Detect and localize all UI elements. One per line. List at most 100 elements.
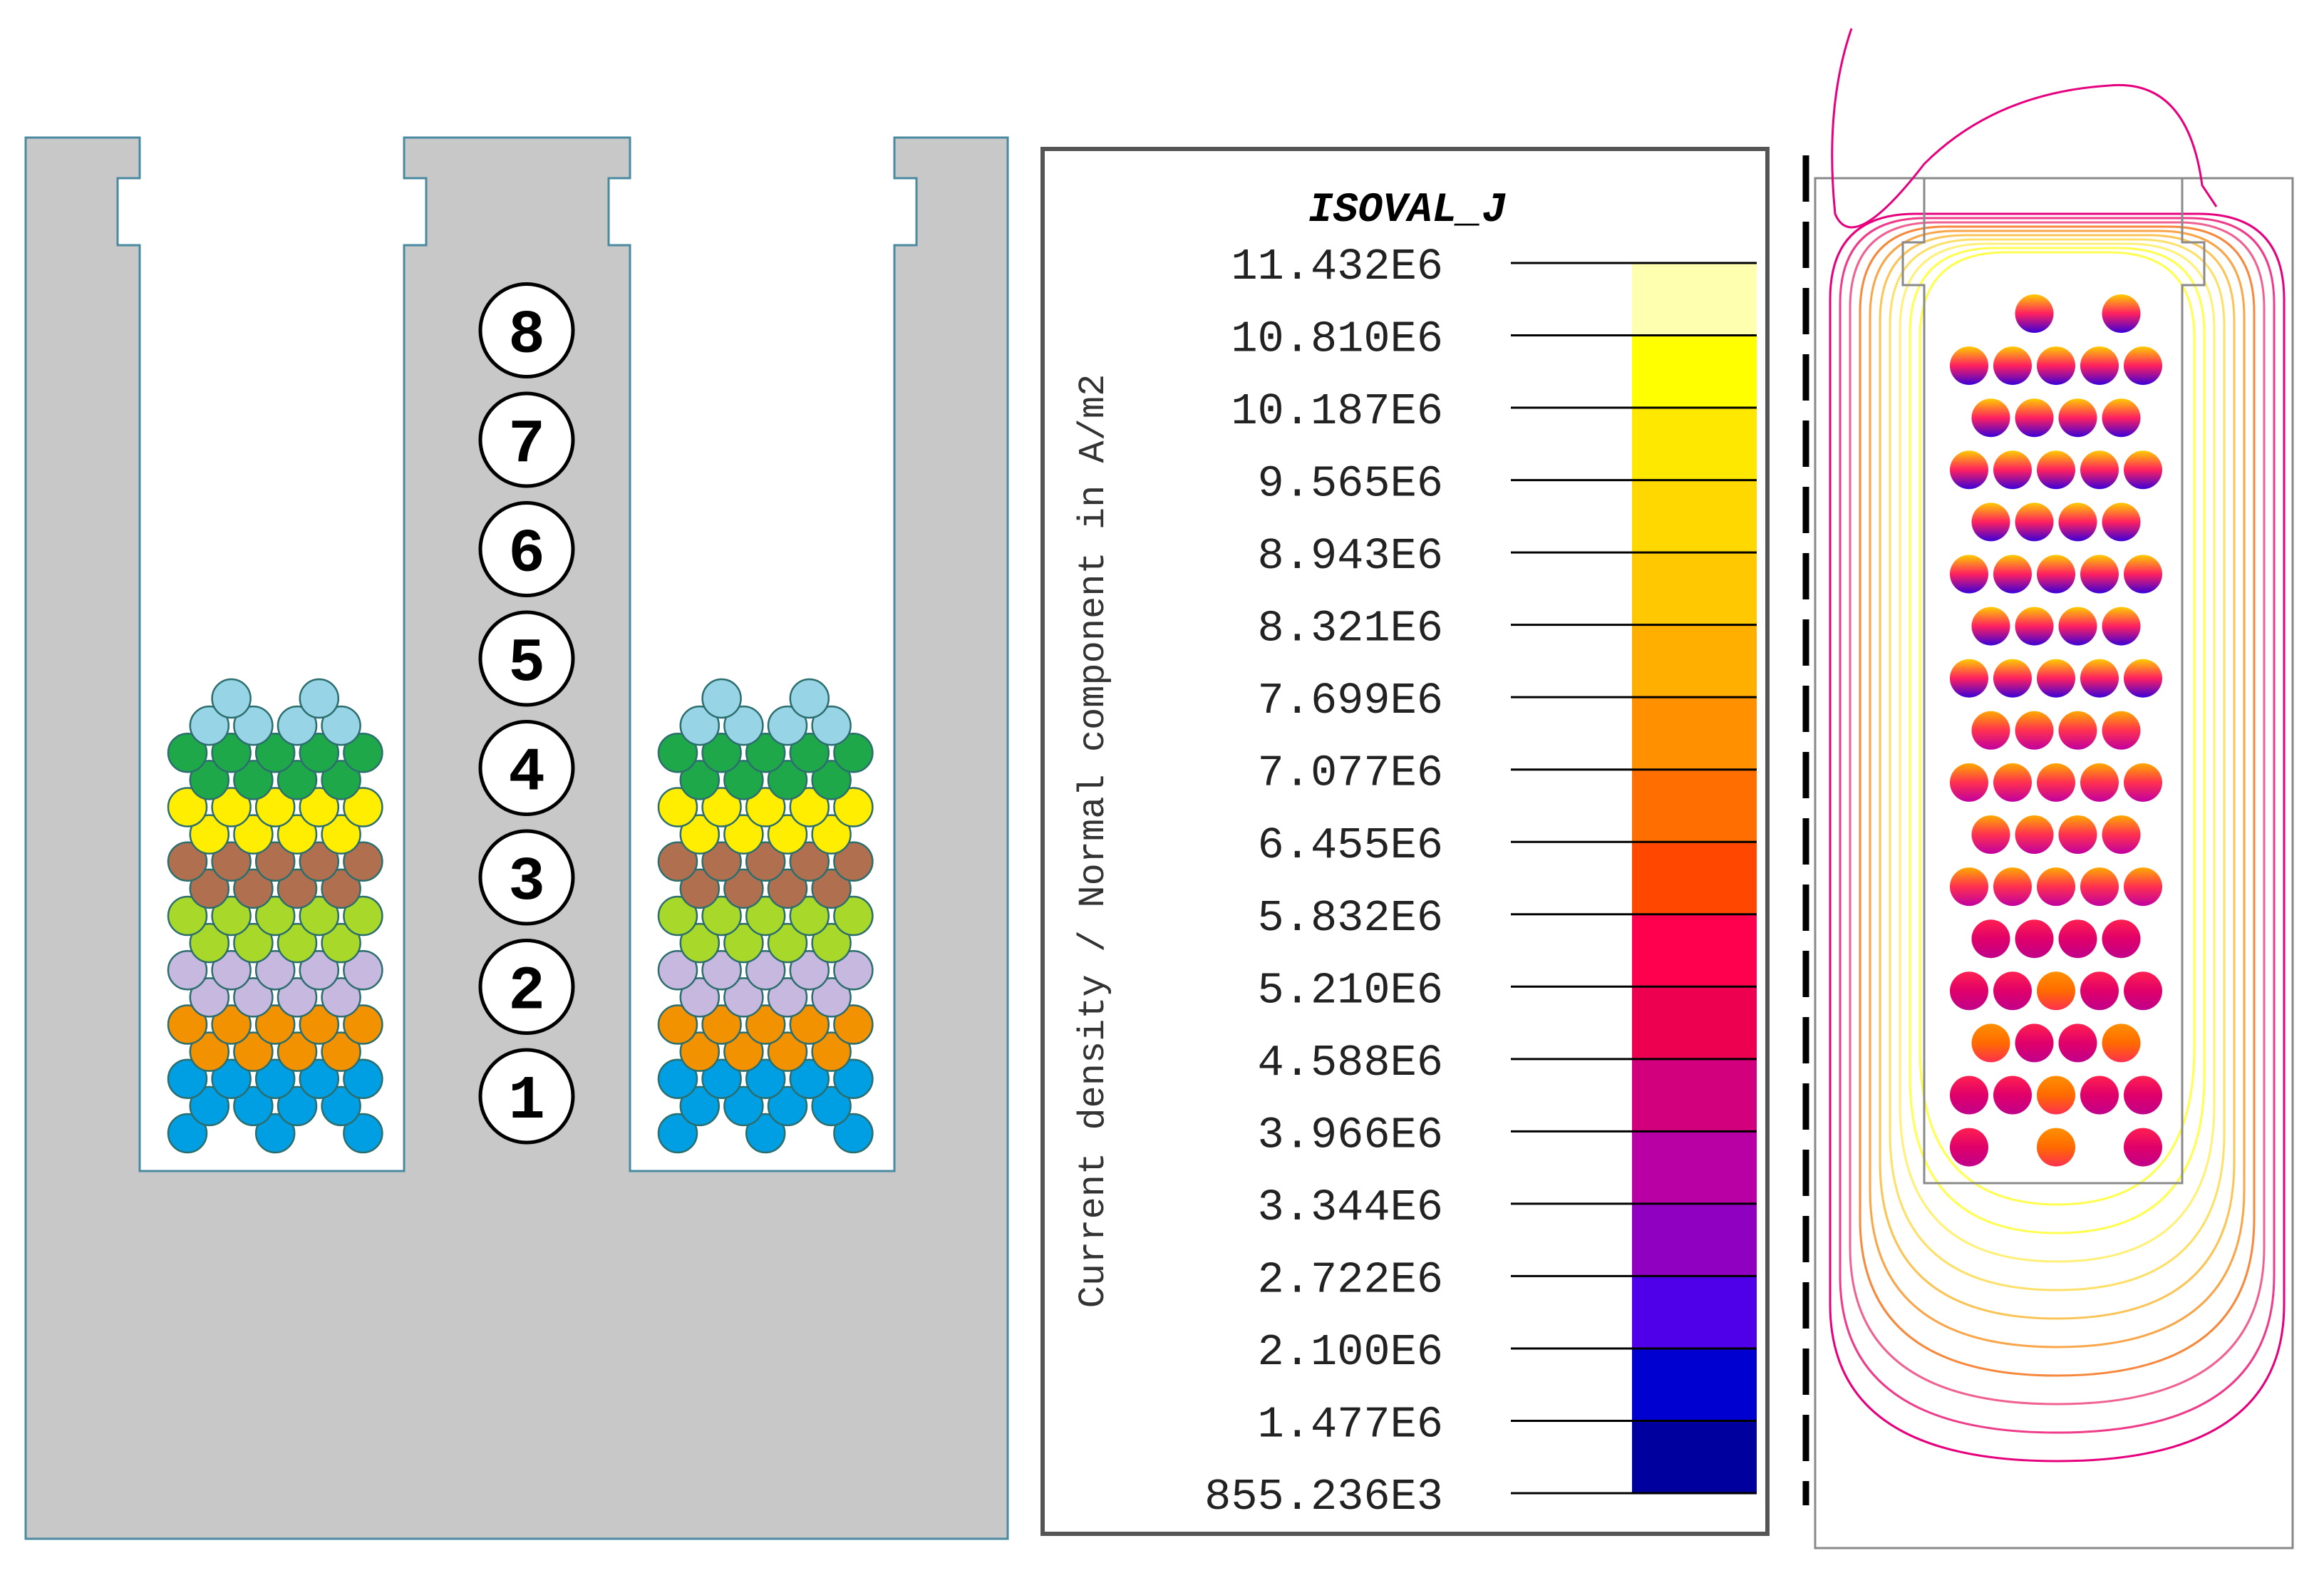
field-conductor: [1950, 971, 1988, 1011]
conductor-strand: [701, 895, 742, 937]
field-contour-line: [1829, 212, 2286, 1463]
layer-number-badge: [478, 829, 575, 926]
field-conductor: [1993, 450, 2032, 490]
field-conductor: [1971, 919, 2010, 959]
conductor-strand: [321, 705, 361, 746]
slot-right: [657, 678, 874, 1154]
legend-panel: ISOVAL_J Current density / Normal compon…: [1040, 147, 1770, 1536]
field-conductor: [2080, 450, 2119, 490]
conductor-strand: [789, 895, 830, 937]
layer-number-badge: [478, 282, 575, 378]
field-conductor: [2015, 711, 2054, 750]
conductor-strand: [211, 787, 252, 827]
legend-color-bar: [1632, 263, 1757, 1494]
conductor-strand: [745, 733, 786, 773]
legend-tick-label: 5.210E6: [1258, 965, 1443, 1016]
legend-tick-label: 7.699E6: [1258, 676, 1443, 726]
field-contours: [1829, 28, 2286, 1463]
legend-color-band: [1632, 408, 1757, 481]
conductor-strand: [723, 705, 764, 746]
conductor-strand: [167, 895, 208, 937]
field-conductor: [2080, 971, 2119, 1011]
legend-ticks: 11.432E610.810E610.187E69.565E68.943E68.…: [1204, 242, 1757, 1522]
conductor-strand: [789, 733, 830, 773]
field-conductor: [1993, 1076, 2032, 1115]
field-conductor: [2015, 607, 2054, 646]
legend-tick-label: 11.432E6: [1231, 242, 1443, 292]
legend-color-band: [1632, 842, 1757, 915]
legend-tick-label: 10.810E6: [1231, 314, 1443, 365]
conductor-strand: [657, 841, 698, 882]
field-conductor: [2102, 919, 2141, 959]
field-conductor: [2037, 1128, 2075, 1167]
conductor-strand: [254, 950, 296, 991]
conductor-strand: [811, 705, 852, 746]
conductor-strand: [789, 841, 830, 882]
field-conductor: [1971, 607, 2010, 646]
conductor-strand: [167, 1058, 208, 1099]
field-domain-frame: [1814, 177, 2294, 1549]
conductor-strand: [701, 787, 742, 827]
conductor-strand: [233, 1085, 274, 1127]
field-conductor: [1971, 502, 2010, 542]
conductor-strand: [277, 1085, 318, 1127]
conductor-strand: [233, 922, 274, 964]
conductor-strand: [701, 1058, 742, 1099]
conductor-strand: [745, 1004, 786, 1045]
field-conductor: [2058, 502, 2097, 542]
field-conductor: [2080, 867, 2119, 907]
field-contour-line: [1879, 234, 2236, 1320]
conductor-strand: [789, 1004, 830, 1045]
field-conductor: [2037, 450, 2075, 490]
conductor-strand: [321, 1031, 361, 1072]
conductor-strand: [679, 1085, 721, 1127]
conductor-strand: [211, 1004, 252, 1045]
conductor-strand: [723, 760, 764, 800]
conductor-strand: [701, 841, 742, 882]
conductor-strand: [233, 1031, 274, 1072]
conductor-strand: [657, 1113, 698, 1154]
conductor-strand: [189, 922, 230, 964]
conductor-strand: [767, 1031, 808, 1072]
legend-color-band: [1632, 1058, 1757, 1133]
conductor-strand: [789, 787, 830, 827]
field-conductor: [1950, 450, 1988, 490]
conductor-strand: [833, 733, 874, 773]
conductor-strand: [233, 760, 274, 800]
conductor-strand: [277, 922, 318, 964]
conductor-strand: [233, 868, 274, 909]
field-conductor: [2015, 398, 2054, 438]
field-conductor: [2058, 1023, 2097, 1063]
conductor-strand: [657, 895, 698, 937]
field-conductor: [2058, 398, 2097, 438]
layer-number-badge: [478, 1048, 575, 1145]
field-conductor: [2102, 711, 2141, 750]
field-conductor: [1950, 1076, 1988, 1115]
conductor-strand: [299, 678, 340, 719]
conductor-strand: [811, 977, 852, 1018]
conductor-strand: [723, 1031, 764, 1072]
conductor-strand: [299, 950, 340, 991]
field-conductor: [1950, 346, 1988, 386]
conductor-strand: [679, 705, 721, 746]
conductor-strand: [211, 841, 252, 882]
slot-left: [167, 678, 383, 1154]
conductor-strand: [254, 733, 296, 773]
conductor-strand: [701, 678, 742, 719]
conductor-strand: [767, 705, 808, 746]
field-conductor: [2124, 1076, 2162, 1115]
field-conductor: [2102, 607, 2141, 646]
conductor-strand: [657, 950, 698, 991]
conductor-strand: [189, 814, 230, 855]
conductor-strand: [833, 787, 874, 827]
conductor-strand: [811, 922, 852, 964]
legend-color-band: [1632, 697, 1757, 770]
conductor-strand: [167, 1004, 208, 1045]
conductor-strand: [833, 1113, 874, 1154]
field-conductor: [2102, 294, 2141, 333]
field-contour-line: [1918, 251, 2196, 1206]
layer-number-badge: [478, 391, 575, 488]
conductor-strand: [277, 814, 318, 855]
legend-color-band: [1632, 552, 1757, 626]
